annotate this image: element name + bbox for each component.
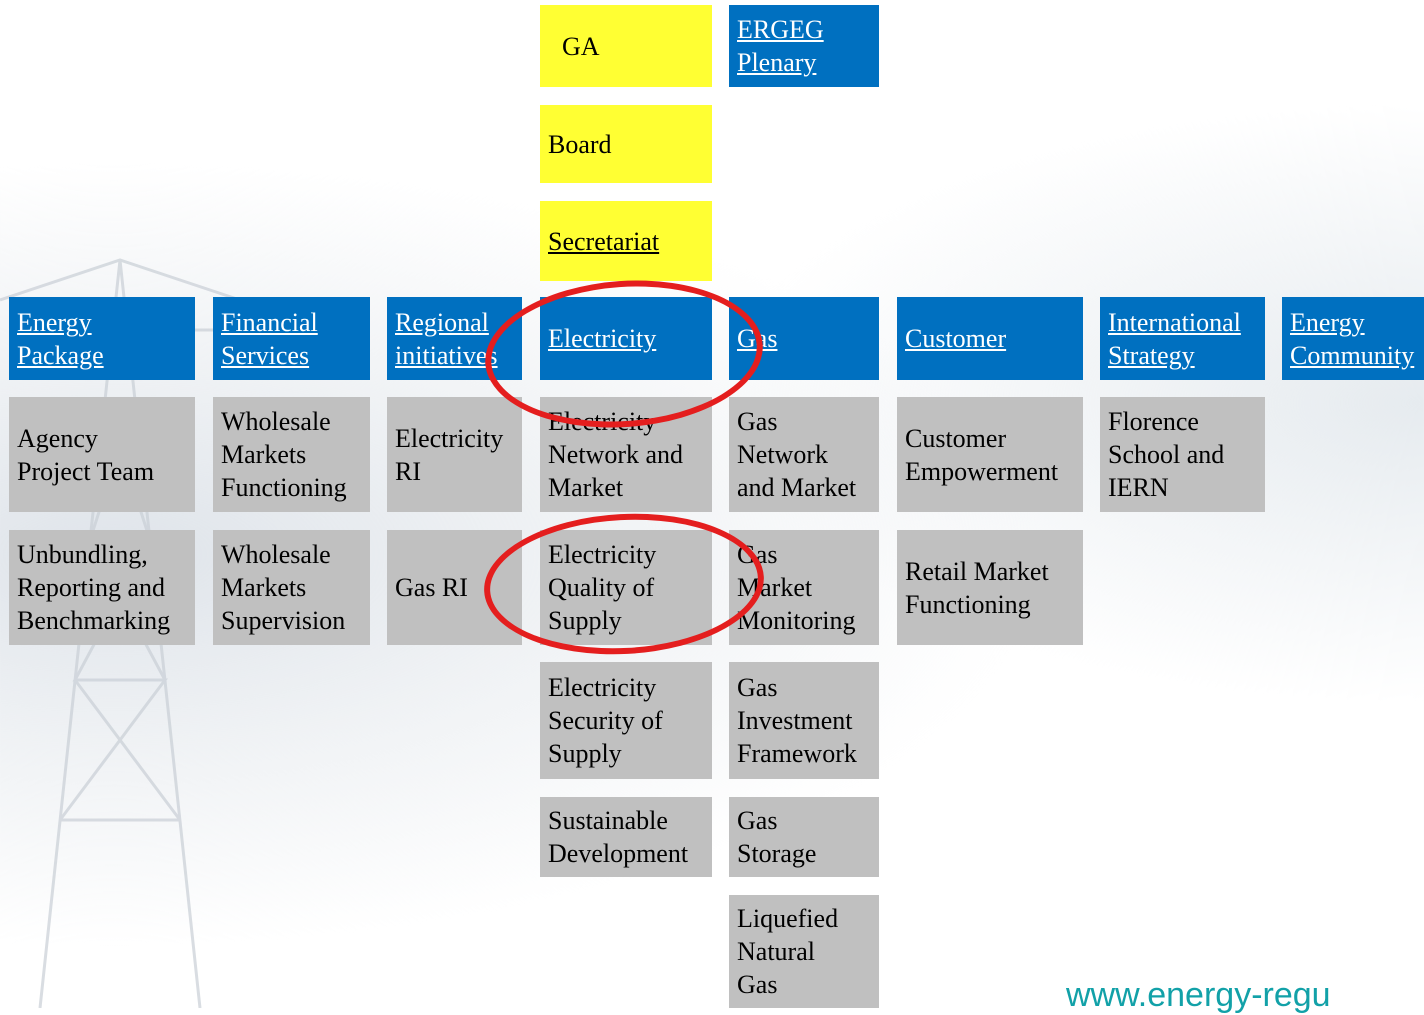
secretariat-label: Secretariat — [548, 226, 660, 256]
wg-label: Gas Market Monitoring — [737, 540, 856, 635]
wg-label: Customer Empowerment — [905, 423, 1059, 486]
wg-agency-project-team: Agency Project Team — [9, 397, 195, 512]
header-customer-label: Customer — [905, 324, 1007, 353]
wg-electricity-network-market: Electricity Network and Market — [540, 397, 712, 512]
wg-gas-market-monitoring: Gas Market Monitoring — [729, 530, 879, 645]
wg-wholesale-supervision: Wholesale Markets Supervision — [213, 530, 370, 645]
wg-label: Electricity Security of Supply — [548, 673, 663, 768]
wg-label: Wholesale Markets Supervision — [221, 540, 346, 635]
footer-url[interactable]: www.energy-regu — [1066, 976, 1331, 1014]
header-financial-services-label: Financial Services — [221, 307, 318, 370]
header-energy-community-label: Energy Community — [1290, 307, 1415, 370]
wg-label: Unbundling, Reporting and Benchmarking — [17, 540, 171, 635]
wg-label: Wholesale Markets Functioning — [221, 407, 347, 502]
wg-electricity-security-of-supply: Electricity Security of Supply — [540, 662, 712, 779]
header-energy-package-label: Energy Package — [17, 307, 104, 370]
wg-retail-market-functioning: Retail Market Functioning — [897, 530, 1083, 645]
wg-gas-network-market: Gas Network and Market — [729, 397, 879, 512]
ga-label: GA — [562, 31, 600, 61]
board-box: Board — [540, 105, 712, 183]
wg-label: Retail Market Functioning — [905, 556, 1049, 619]
header-international-strategy[interactable]: International Strategy — [1100, 297, 1265, 380]
wg-sustainable-development: Sustainable Development — [540, 797, 712, 877]
wg-label: Gas Investment Framework — [737, 673, 857, 768]
wg-label: Liquefied Natural Gas — [737, 904, 839, 999]
header-gas[interactable]: Gas — [729, 297, 879, 380]
wg-wholesale-functioning: Wholesale Markets Functioning — [213, 397, 370, 512]
header-international-strategy-label: International Strategy — [1108, 307, 1241, 370]
header-electricity[interactable]: Electricity — [540, 297, 712, 380]
wg-label: Electricity RI — [395, 423, 504, 486]
wg-label: Gas Network and Market — [737, 407, 857, 502]
wg-label: Electricity Quality of Supply — [548, 540, 657, 635]
wg-electricity-quality-of-supply: Electricity Quality of Supply — [540, 530, 712, 645]
wg-florence-school-iern: Florence School and IERN — [1100, 397, 1265, 512]
wg-gas-investment-framework: Gas Investment Framework — [729, 662, 879, 779]
wg-label: Gas RI — [395, 573, 468, 602]
ergeg-plenary-link[interactable]: ERGEG Plenary — [729, 5, 879, 87]
wg-label: Gas Storage — [737, 806, 817, 868]
header-regional-initiatives-label: Regional initiatives — [395, 307, 498, 370]
ergeg-plenary-label: ERGEG Plenary — [737, 15, 824, 77]
header-electricity-label: Electricity — [548, 324, 657, 353]
wg-label: Agency Project Team — [17, 423, 155, 486]
wg-label: Florence School and IERN — [1108, 407, 1225, 502]
board-label: Board — [548, 129, 612, 159]
header-customer[interactable]: Customer — [897, 297, 1083, 380]
header-regional-initiatives[interactable]: Regional initiatives — [387, 297, 522, 380]
wg-gas-storage: Gas Storage — [729, 797, 879, 877]
secretariat-link[interactable]: Secretariat — [540, 201, 712, 281]
wg-customer-empowerment: Customer Empowerment — [897, 397, 1083, 512]
wg-electricity-ri: Electricity RI — [387, 397, 522, 512]
wg-liquefied-natural-gas: Liquefied Natural Gas — [729, 895, 879, 1008]
wg-label: Sustainable Development — [548, 806, 689, 868]
header-energy-community[interactable]: Energy Community — [1282, 297, 1424, 380]
wg-label: Electricity Network and Market — [548, 407, 684, 502]
header-gas-label: Gas — [737, 324, 778, 353]
ga-box: GA — [540, 5, 712, 87]
wg-gas-ri: Gas RI — [387, 530, 522, 645]
header-energy-package[interactable]: Energy Package — [9, 297, 195, 380]
header-financial-services[interactable]: Financial Services — [213, 297, 370, 380]
wg-unbundling-reporting: Unbundling, Reporting and Benchmarking — [9, 530, 195, 645]
